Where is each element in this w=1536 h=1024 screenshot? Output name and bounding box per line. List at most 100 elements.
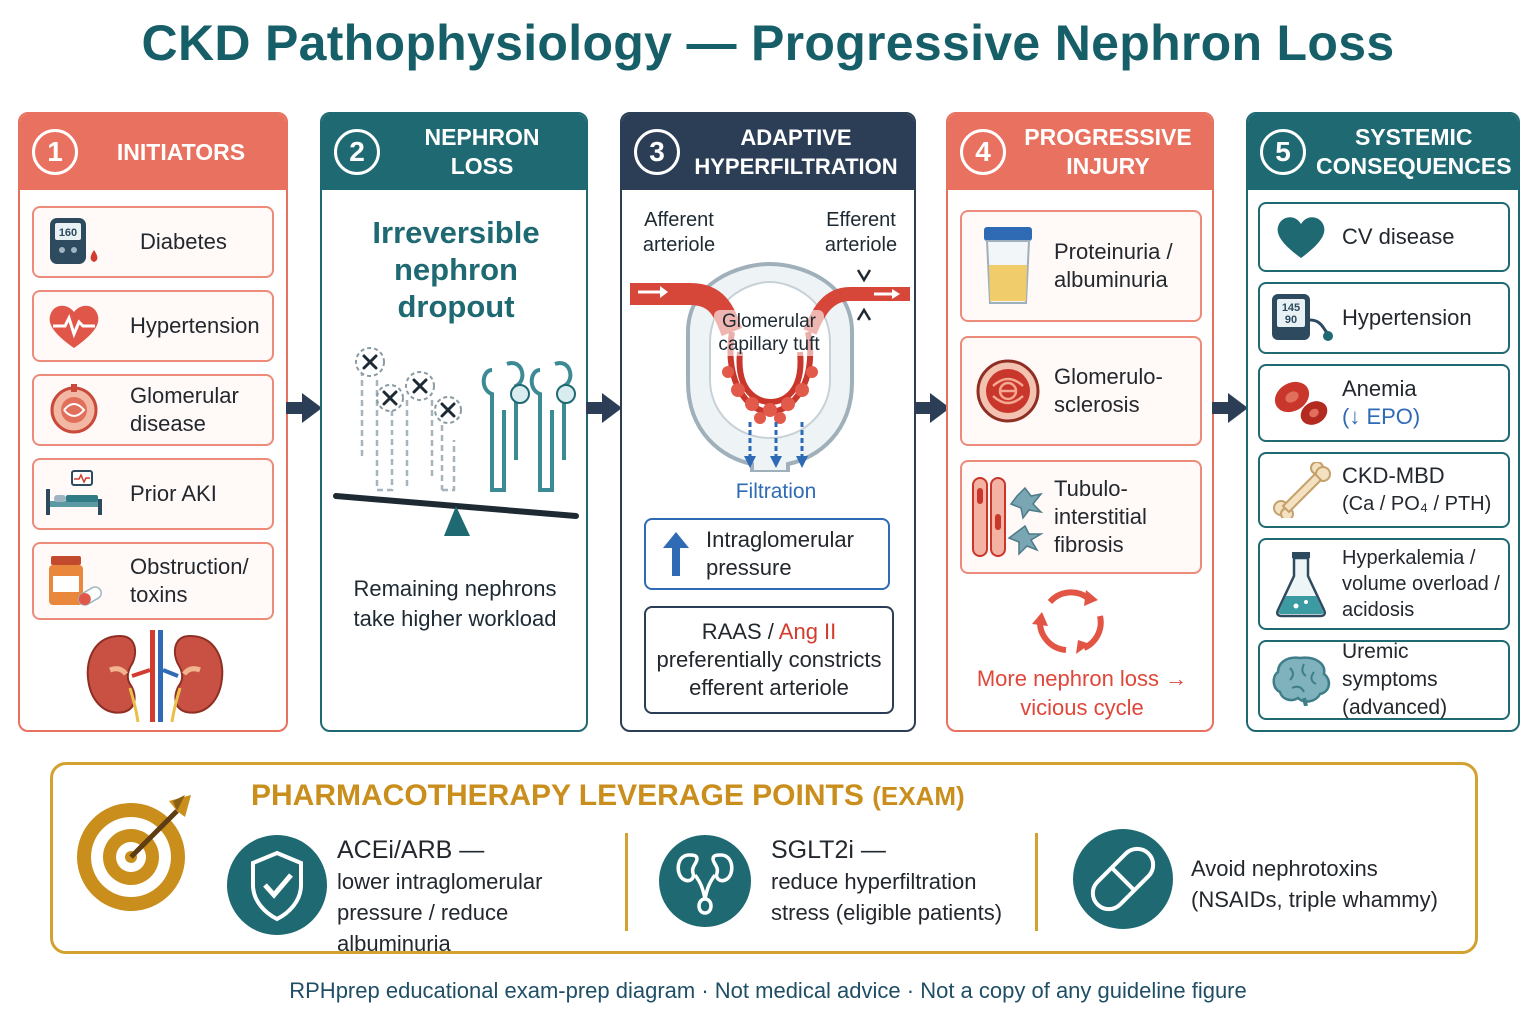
initiator-label: Obstruction/ toxins	[130, 554, 249, 607]
flow-arrow-icon	[286, 393, 322, 423]
consequence-cv-disease: CV disease	[1258, 202, 1510, 272]
nephron-loss-header: 2 NEPHRON LOSS	[322, 114, 586, 190]
step-number: 1	[32, 129, 78, 175]
leverage-title-main: PHARMACOTHERAPY LEVERAGE POINTS	[251, 779, 864, 812]
leverage-title: PHARMACOTHERAPY LEVERAGE POINTS (EXAM)	[251, 779, 965, 813]
kidney-icon	[657, 833, 753, 934]
flask-icon	[1260, 550, 1342, 618]
nephron-loss-panel: 2 NEPHRON LOSS Irreversible nephron drop…	[320, 112, 588, 732]
step-number: 2	[334, 129, 380, 175]
consequence-label: Hypertension	[1342, 305, 1472, 330]
progressive-injury-header: 4 PROGRESSIVE INJURY	[948, 114, 1212, 190]
glucometer-reading: 160	[59, 227, 77, 239]
sclerotic-glomerulus-icon	[962, 356, 1054, 426]
raas-description: preferentially constricts efferent arter…	[656, 647, 882, 700]
initiators-header: 1 INITIATORS	[20, 114, 286, 190]
bone-icon	[1260, 462, 1342, 518]
consequence-label: Uremic symptoms (advanced)	[1342, 640, 1448, 719]
initiators-panel: 1 INITIATORS 160 Diabetes Hypertension	[18, 112, 288, 732]
consequence-sub: (↓ EPO)	[1342, 404, 1421, 429]
consequence-uremic: Uremic symptoms (advanced)	[1258, 640, 1510, 720]
injury-fibrosis: Tubulo- interstitial fibrosis	[960, 460, 1202, 574]
consequence-ckd-mbd: CKD-MBD (Ca / PO₄ / PTH)	[1258, 452, 1510, 528]
progressive-injury-panel: 4 PROGRESSIVE INJURY Proteinuria / album…	[946, 112, 1214, 732]
step-number: 4	[960, 129, 1006, 175]
consequence-anemia: Anemia (↓ EPO)	[1258, 364, 1510, 442]
cycle-arrows-icon	[1028, 588, 1112, 663]
pill-bottle-icon	[34, 552, 114, 610]
urine-cup-icon	[962, 225, 1054, 307]
leverage-heading: ACEi/ARB —	[337, 836, 485, 864]
footer-disclaimer: RPHprep educational exam-prep diagram · …	[289, 978, 1247, 1003]
hyperfiltration-header: 3 ADAPTIVE HYPERFILTRATION	[622, 114, 914, 190]
cycle-text: More nephron loss → vicious cycle	[976, 666, 1188, 720]
initiator-diabetes: 160 Diabetes	[32, 206, 274, 278]
leverage-points-box: PHARMACOTHERAPY LEVERAGE POINTS (EXAM) A…	[50, 762, 1478, 956]
initiators-title: INITIATORS	[116, 138, 246, 165]
initiator-label: Diabetes	[140, 229, 227, 254]
target-arrow-icon	[73, 791, 197, 920]
anemia-text: Anemia (↓ EPO)	[1342, 375, 1420, 431]
flow-arrow-icon	[914, 393, 950, 423]
hyperfiltration-title: ADAPTIVE HYPERFILTRATION	[694, 125, 898, 179]
raas-line: RAAS / Ang II	[702, 618, 837, 646]
nephron-loss-caption: Remaining nephrons take higher workload	[353, 576, 557, 631]
leverage-text: lower intraglomerular pressure / reduce …	[337, 869, 543, 956]
leverage-item-nephrotoxins: Avoid nephrotoxins (NSAIDs, triple whamm…	[1191, 853, 1461, 915]
consequence-label: Anemia	[1342, 376, 1417, 401]
glucometer-icon: 160	[34, 214, 114, 270]
afferent-label: Afferent arteriole	[642, 209, 716, 256]
injury-label: Proteinuria / albuminuria	[1054, 239, 1173, 292]
initiator-prior-aki: Prior AKI	[32, 458, 274, 530]
initiator-obstruction-toxins: Obstruction/ toxins	[32, 542, 274, 620]
consequence-sub: (Ca / PO₄ / PTH)	[1342, 493, 1492, 515]
nephron-loss-headline: Irreversible nephron dropout	[372, 215, 540, 324]
initiator-label: Prior AKI	[130, 481, 217, 506]
leverage-heading: SGLT2i —	[771, 836, 886, 864]
glomerulus-diagram	[628, 261, 912, 477]
filtration-label: Filtration	[735, 480, 817, 503]
systemic-consequences-panel: 5 SYSTEMIC CONSEQUENCES CV disease 145 9…	[1246, 112, 1520, 732]
pressure-card: Intraglomerular pressure	[644, 518, 890, 590]
red-blood-cells-icon	[1260, 375, 1342, 431]
injury-proteinuria: Proteinuria / albuminuria	[960, 210, 1202, 322]
leverage-text: Avoid nephrotoxins (NSAIDs, triple whamm…	[1191, 856, 1438, 912]
bp-monitor-icon: 145 90	[1260, 290, 1342, 346]
systemic-consequences-header: 5 SYSTEMIC CONSEQUENCES	[1248, 114, 1518, 190]
initiator-label: Glomerular disease	[130, 383, 239, 436]
systemic-consequences-title: SYSTEMIC CONSEQUENCES	[1316, 124, 1512, 179]
ang-ii-label: Ang II	[778, 619, 837, 644]
arrow-up-icon	[646, 532, 706, 576]
consequence-label: CKD-MBD	[1342, 463, 1445, 488]
consequence-hypertension: 145 90 Hypertension	[1258, 282, 1510, 354]
bp-systolic: 145	[1282, 302, 1300, 314]
efferent-label: Efferent arteriole	[824, 209, 898, 256]
flow-arrow-icon	[1212, 393, 1248, 423]
step-number: 5	[1260, 129, 1306, 175]
leverage-item-acei-arb: ACEi/ARB — lower intraglomerular pressur…	[337, 835, 627, 959]
page-title: CKD Pathophysiology — Progressive Nephro…	[141, 15, 1395, 71]
nephron-seesaw-icon	[332, 340, 580, 545]
initiator-hypertension: Hypertension	[32, 290, 274, 362]
leverage-title-suffix: (EXAM)	[872, 781, 965, 811]
consequence-hyperkalemia: Hyperkalemia / volume overload / acidosi…	[1258, 538, 1510, 630]
hospital-bed-icon	[34, 469, 114, 519]
raas-card: RAAS / Ang II preferentially constricts …	[644, 606, 894, 714]
kidneys-icon	[80, 630, 230, 727]
fibrosis-icon	[962, 474, 1054, 560]
leverage-item-sglt2i: SGLT2i — reduce hyperfiltration stress (…	[771, 835, 1031, 928]
consequence-label: Hyperkalemia / volume overload / acidosi…	[1342, 547, 1500, 621]
tuft-label: Glomerular capillary tuft	[714, 310, 824, 356]
raas-prefix: RAAS /	[701, 619, 779, 644]
nephron-loss-title: NEPHRON LOSS	[424, 124, 540, 179]
shield-check-icon	[225, 833, 329, 942]
capsule-icon	[1071, 827, 1175, 936]
divider	[625, 833, 628, 931]
step-number: 3	[634, 129, 680, 175]
ckd-mbd-text: CKD-MBD (Ca / PO₄ / PTH)	[1342, 462, 1491, 518]
flow-arrow-icon	[586, 393, 622, 423]
initiator-label: Hypertension	[130, 313, 260, 338]
glomerulus-icon	[34, 382, 114, 438]
brain-icon	[1260, 654, 1342, 706]
injury-label: Glomerulo- sclerosis	[1054, 364, 1163, 417]
